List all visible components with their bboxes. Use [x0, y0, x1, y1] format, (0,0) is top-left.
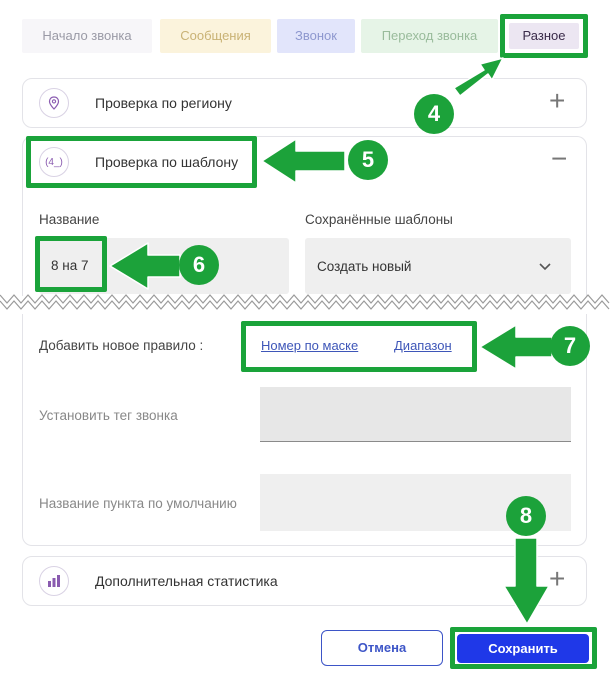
step-badge-5: 5: [348, 140, 388, 180]
tab-call[interactable]: Звонок: [277, 19, 355, 53]
default-item-label: Название пункта по умолчанию: [39, 496, 237, 511]
saved-templates-select[interactable]: Создать новый: [305, 238, 571, 294]
saved-templates-label: Сохранённые шаблоны: [305, 212, 453, 227]
saved-templates-value: Создать новый: [317, 259, 412, 274]
call-tag-label: Установить тег звонка: [39, 408, 178, 423]
step-badge-8: 8: [506, 496, 546, 536]
highlight-misc-tab: [500, 14, 588, 58]
expand-stats-button[interactable]: +: [549, 563, 566, 594]
template-name-label: Название: [39, 212, 100, 227]
extra-stats-panel[interactable]: Дополнительная статистика +: [22, 556, 587, 606]
extra-stats-title: Дополнительная статистика: [95, 573, 278, 589]
step-badge-4: 4: [414, 94, 454, 134]
template-check-title[interactable]: Проверка по шаблону: [95, 154, 239, 170]
highlight-template-header: [26, 136, 257, 188]
save-button[interactable]: Сохранить: [457, 634, 589, 663]
call-tag-input[interactable]: [260, 387, 571, 442]
tab-misc[interactable]: Разное: [509, 23, 579, 49]
template-icon: (4_): [39, 147, 69, 177]
page-break-divider: [0, 294, 610, 310]
cancel-button[interactable]: Отмена: [321, 630, 443, 666]
step-badge-7: 7: [550, 326, 590, 366]
template-name-value: 8 на 7: [51, 258, 89, 273]
highlight-save-button: [450, 627, 597, 669]
chevron-down-icon: [538, 260, 552, 275]
highlight-rule-links: [241, 321, 477, 372]
highlight-name-field: [35, 236, 107, 292]
range-link[interactable]: Диапазон: [394, 338, 452, 353]
location-pin-icon: [39, 88, 69, 118]
region-check-title: Проверка по региону: [95, 95, 232, 111]
region-check-panel[interactable]: Проверка по региону +: [22, 78, 587, 128]
tab-call-transfer[interactable]: Переход звонка: [361, 19, 498, 53]
collapse-template-button[interactable]: −: [551, 143, 568, 174]
mask-number-link[interactable]: Номер по маске: [261, 338, 359, 353]
expand-region-button[interactable]: +: [549, 85, 566, 116]
bar-chart-icon: [39, 566, 69, 596]
add-rule-label: Добавить новое правило :: [39, 338, 204, 353]
tab-messages[interactable]: Сообщения: [160, 19, 271, 53]
step-badge-6: 6: [179, 245, 219, 285]
tab-call-start[interactable]: Начало звонка: [22, 19, 152, 53]
